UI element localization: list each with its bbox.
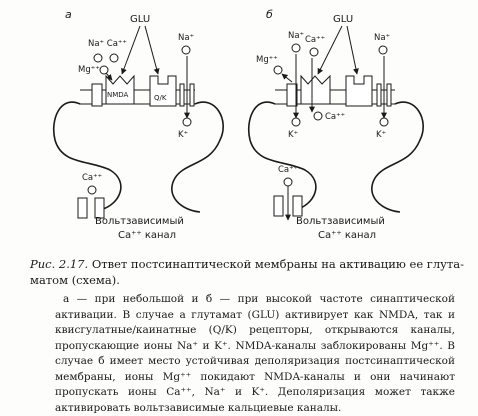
qk-receptor-b <box>345 75 373 107</box>
ca-inside-label-b: Ca⁺⁺ <box>325 112 345 122</box>
membrane-a <box>53 101 224 213</box>
glu-label-a: GLU <box>130 14 150 25</box>
k-label-a: K⁺ <box>178 130 188 140</box>
svg-text:Q/K: Q/K <box>154 94 167 102</box>
na-label-a: Na⁺ <box>178 33 194 43</box>
glu-label-b: GLU <box>333 14 353 25</box>
channel-label-a-1: Вольтзависимый <box>95 216 184 227</box>
synapse-figure: а GLU Na⁺ Ca⁺⁺ Mg⁺⁺ NMDA Q/K Na⁺ <box>53 8 424 241</box>
membrane-b <box>248 101 424 213</box>
nmda-receptor-b <box>286 74 331 107</box>
k-right-label-b: K⁺ <box>376 130 386 140</box>
panel-a-letter: а <box>65 8 72 21</box>
nmda-receptor-a: NMDA <box>91 74 135 107</box>
panel-a: а GLU Na⁺ Ca⁺⁺ Mg⁺⁺ NMDA Q/K Na⁺ <box>53 8 224 241</box>
caption-number: Рис. 2.17. <box>30 257 89 271</box>
channel-label-b-1: Вольтзависимый <box>296 216 385 227</box>
panel-b: б GLU Na⁺ Ca⁺⁺ Mg⁺⁺ Na⁺ K⁺ Ca⁺⁺ <box>248 8 424 241</box>
channel-label-a-2: Ca⁺⁺ канал <box>118 230 176 241</box>
mg-label-a: Mg⁺⁺ <box>78 65 100 75</box>
na-right-label-b: Na⁺ <box>374 33 390 43</box>
figure-legend: а — при небольшой и б — при высокой част… <box>55 293 455 414</box>
na-left-label-b: Na⁺ <box>288 31 304 41</box>
caption-title: Ответ постсинаптической мембраны на акти… <box>30 257 464 287</box>
ca-lower-label-b: Ca⁺⁺ <box>278 165 298 175</box>
qk-receptor-a: Q/K <box>149 75 177 107</box>
mg-label-b: Mg⁺⁺ <box>256 55 278 65</box>
panel-b-letter: б <box>266 8 273 21</box>
ca-label-b: Ca⁺⁺ <box>305 35 325 45</box>
figure-caption: Рис. 2.17. Ответ постсинаптической мембр… <box>30 256 470 288</box>
svg-text:NMDA: NMDA <box>107 91 129 99</box>
ca-lower-label-a: Ca⁺⁺ <box>82 173 102 183</box>
channel-label-b-2: Ca⁺⁺ канал <box>318 230 376 241</box>
k-left-label-b: K⁺ <box>288 130 298 140</box>
na-ca-label-a: Na⁺ Ca⁺⁺ <box>88 39 127 49</box>
